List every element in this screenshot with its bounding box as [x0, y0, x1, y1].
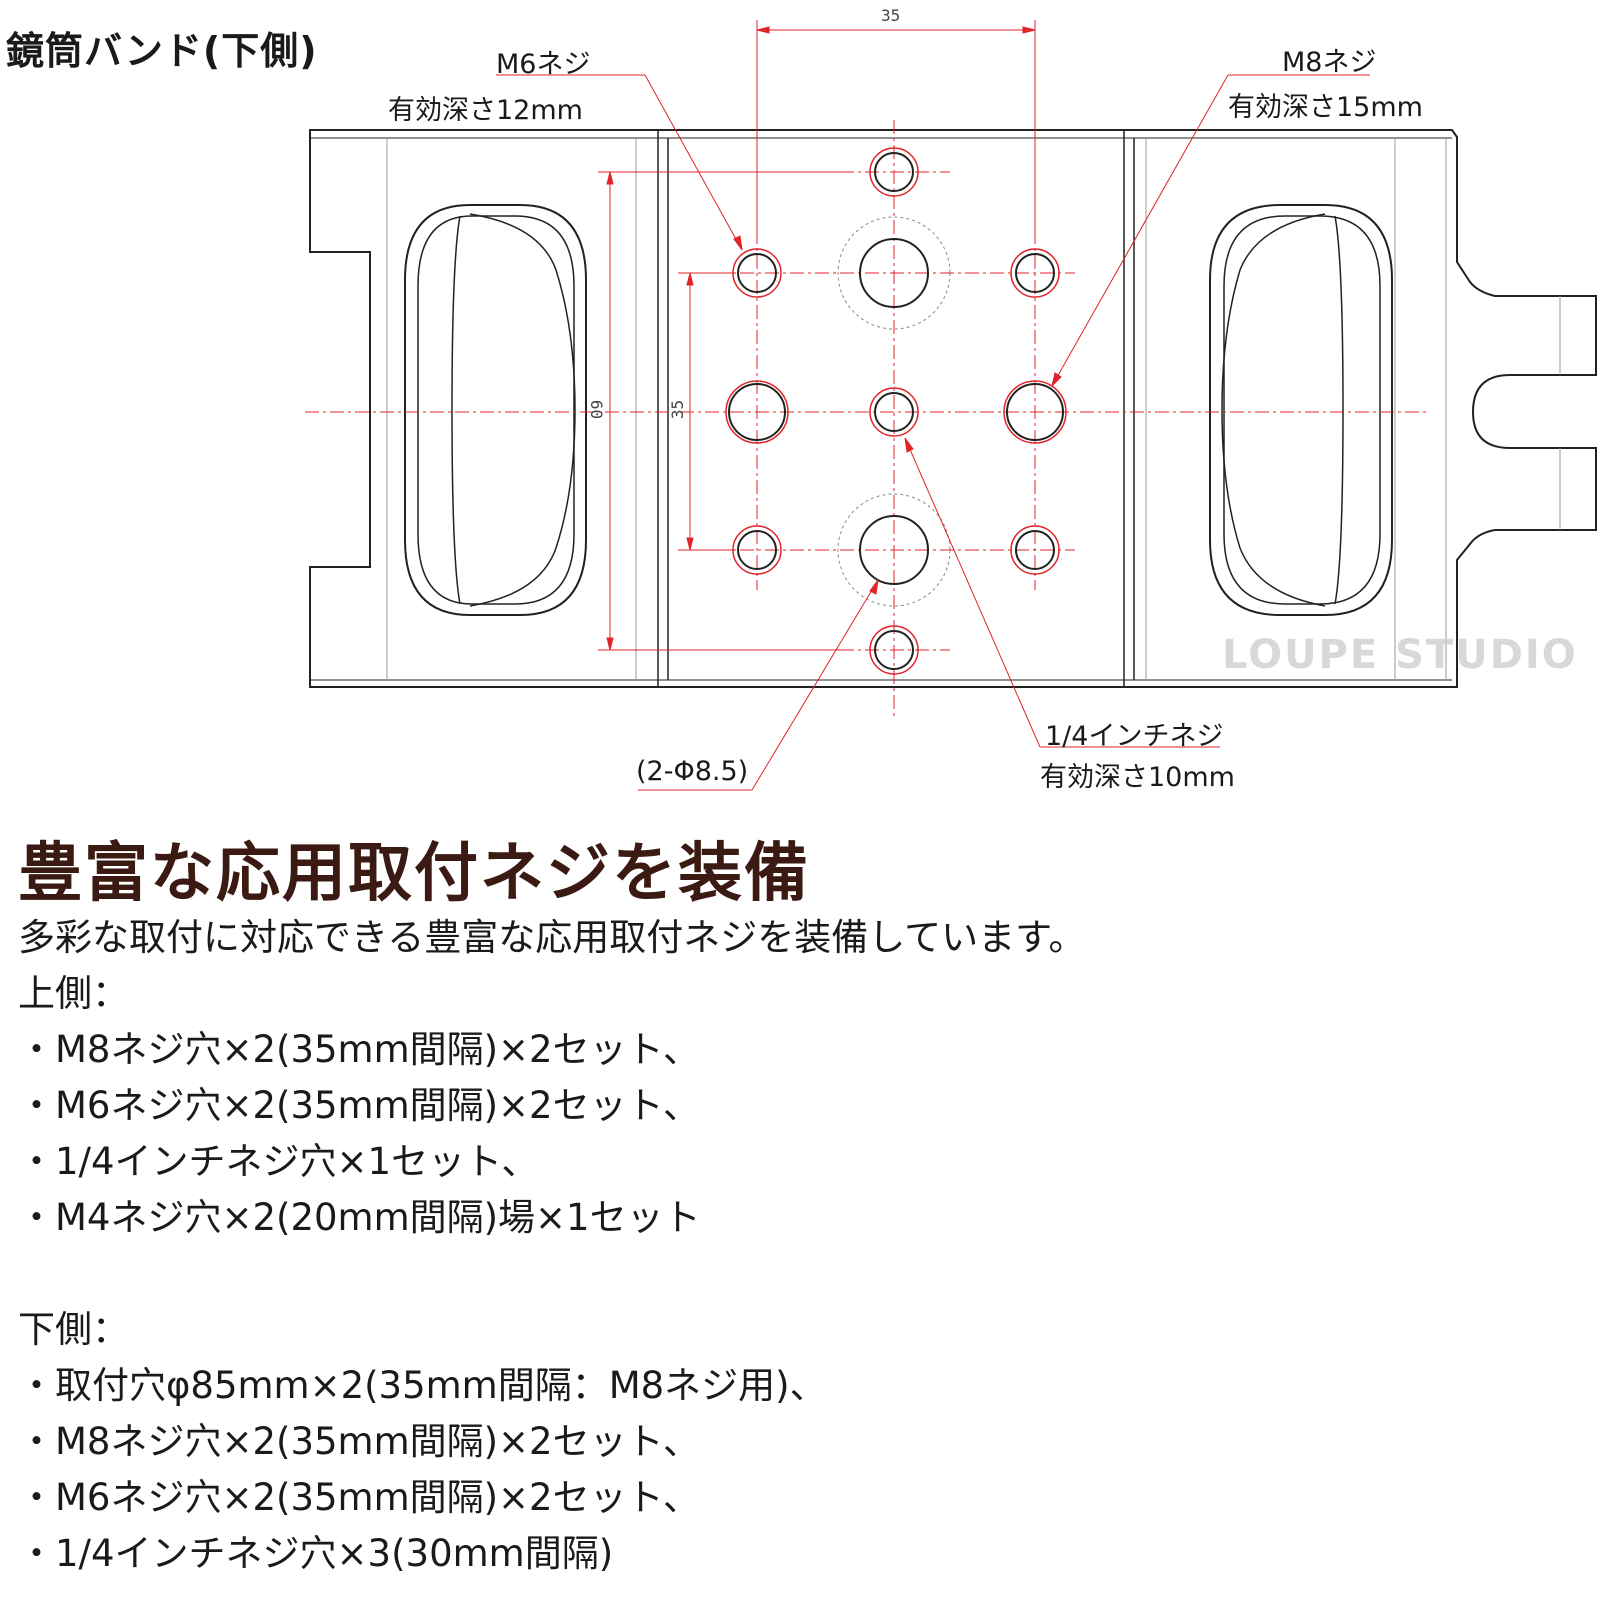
diagram-title: 鏡筒バンド(下側): [6, 29, 318, 73]
description-block: 多彩な取付に対応できる豊富な応用取付ネジを装備しています。 上側： ・M8ネジ穴…: [18, 910, 1578, 1582]
band-outline: [309, 129, 1597, 688]
centerlines: [305, 120, 1430, 720]
description-text: 多彩な取付に対応できる豊富な応用取付ネジを装備しています。: [18, 916, 1086, 959]
m8-callout-depth: 有効深さ15mm: [1228, 92, 1423, 123]
list-item: ・M8ネジ穴×2(35mm間隔)×2セット、: [18, 1028, 700, 1071]
quarter-inch-callout-depth: 有効深さ10mm: [1040, 762, 1235, 793]
technical-drawing: [305, 20, 1597, 791]
holes: [725, 147, 1067, 675]
m6-callout-name: M6ネジ: [496, 49, 591, 80]
m6-callout-depth: 有効深さ12mm: [388, 95, 583, 126]
left-slot: [404, 204, 587, 616]
lower-side-label: 下側：: [18, 1308, 129, 1351]
list-item: ・1/4インチネジ穴×1セット、: [18, 1140, 539, 1183]
leader-lines: [496, 74, 1370, 791]
dim-vertical-60: 60: [587, 399, 607, 420]
upper-side-label: 上側：: [18, 972, 129, 1015]
spacer: [18, 1246, 1578, 1302]
m8-callout-name: M8ネジ: [1282, 47, 1377, 78]
watermark-logo: LOUPE STUDIO: [1222, 632, 1578, 678]
dimension-lines: [598, 20, 1036, 651]
list-item: ・1/4インチネジ穴×3(30mm間隔): [18, 1532, 614, 1575]
list-item: ・取付穴φ85mm×2(35mm間隔：M8ネジ用)、: [18, 1364, 827, 1407]
list-item: ・M6ネジ穴×2(35mm間隔)×2セット、: [18, 1476, 700, 1519]
right-slot: [1209, 204, 1393, 616]
list-item: ・M8ネジ穴×2(35mm間隔)×2セット、: [18, 1420, 700, 1463]
dim-vertical-35: 35: [668, 399, 688, 420]
section-heading: 豊富な応用取付ネジを装備: [18, 837, 810, 911]
through-hole-callout: (2-Φ8.5): [636, 756, 749, 787]
list-item: ・M4ネジ穴×2(20mm間隔)場×1セット: [18, 1196, 701, 1239]
dim-horizontal-35: 35: [881, 6, 901, 25]
list-item: ・M6ネジ穴×2(35mm間隔)×2セット、: [18, 1084, 700, 1127]
quarter-inch-callout-name: 1/4インチネジ: [1045, 721, 1224, 752]
